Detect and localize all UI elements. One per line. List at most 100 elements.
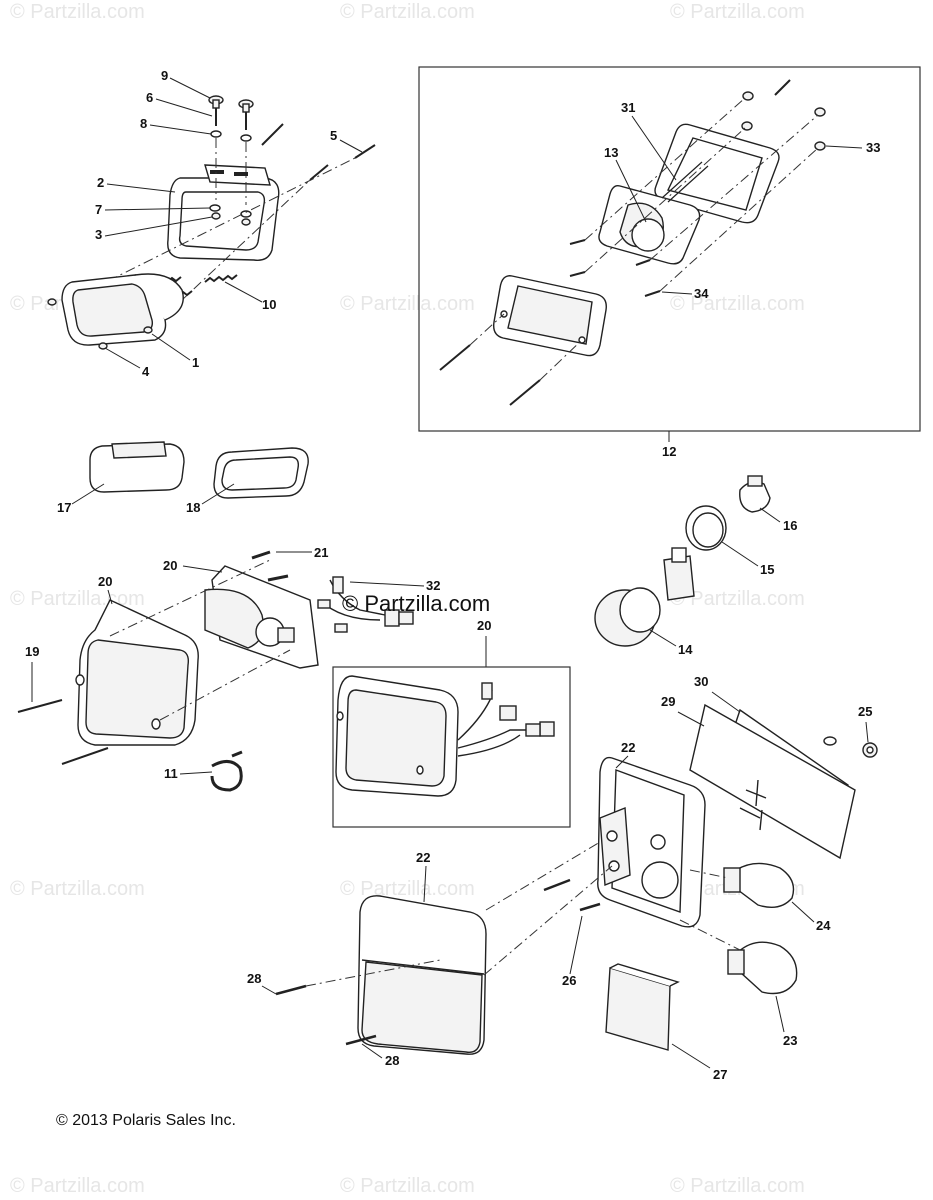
connector [481,682,493,700]
long-screw [309,164,329,181]
callout-19: 19 [25,644,39,659]
screw [267,574,289,582]
nut [741,121,753,131]
connector [539,721,555,737]
callout-20: 20 [163,558,177,573]
callout-12: 12 [662,444,676,459]
mount-boss [143,326,153,334]
callout-26: 26 [562,973,576,988]
clamp [210,760,243,792]
reflector-pad-edge [609,963,680,987]
callout-29: 29 [661,694,675,709]
nut [241,218,251,226]
callout-14: 14 [678,642,693,657]
callout-4: 4 [142,364,150,379]
lens-and-gasket: 17 18 [57,441,309,515]
callout-9: 9 [161,68,168,83]
watermark: © Partzilla.com [340,878,475,900]
screw-hole [75,674,85,686]
seal-ring-inner [692,512,724,548]
watermark: © Partzilla.com [670,588,805,610]
socket-cover-back [619,587,661,633]
wire [329,579,386,616]
connector [525,723,541,737]
lock-washer [210,130,222,138]
flat-washer [240,210,252,218]
nut [814,141,826,151]
headlight-assembly [47,95,376,350]
nut [211,212,221,220]
knob-stem [212,99,220,109]
slot [234,172,248,176]
gasket-opening [666,137,763,211]
taillight-assembly [17,550,414,792]
license-light-assembly [275,703,878,1055]
bracket [599,806,631,887]
nut [47,298,57,306]
lens-face [85,639,190,739]
callout-24: 24 [816,918,831,933]
callout-17: 17 [57,500,71,515]
bulb [735,862,795,908]
grommet [317,599,331,609]
watermark: © Partzilla.com [670,1,805,23]
socket-tab [671,547,687,563]
watermark-center: © Partzilla.com [342,591,490,616]
inset-box-small [332,666,571,828]
callout-21: 21 [314,545,328,560]
watermark: © Partzilla.com [340,293,475,315]
callout-18: 18 [186,500,200,515]
wire [457,689,493,741]
watermark: © Partzilla.com [10,878,145,900]
callout-20: 20 [477,618,491,633]
callout-28: 28 [385,1053,399,1068]
callout-10: 10 [262,297,276,312]
bulb [737,941,798,995]
slot [210,170,224,174]
screw-hole [416,765,424,775]
callout-13: 13 [604,145,618,160]
inset-callouts: 31 13 33 34 12 [604,100,880,459]
callout-30: 30 [694,674,708,689]
screw-hole [336,711,344,721]
bulb-seat [641,861,679,899]
callout-32: 32 [426,578,440,593]
callout-23: 23 [783,1033,797,1048]
lens-face [507,285,593,345]
callout-6: 6 [146,90,153,105]
watermark: © Partzilla.com [340,1,475,23]
reflector [204,588,265,649]
screw [644,290,661,297]
knob-stem [242,103,250,113]
taillight-inset: 20 [332,618,571,828]
watermark: © Partzilla.com [10,1,145,23]
long-screw [439,344,471,371]
lock-washer [240,134,252,142]
bulb [631,218,665,252]
screw-hole [151,718,161,730]
headlight-lens [72,283,154,337]
headlight-callouts: 9 6 8 2 7 3 5 10 1 4 [95,68,363,379]
watermark: © Partzilla.com [340,1175,475,1197]
long-screw [261,123,284,146]
callout-31: 31 [621,100,635,115]
screw [543,878,571,892]
stud [774,79,791,96]
lens-face [345,689,447,787]
long-screw [17,699,63,713]
callout-11: 11 [164,766,178,781]
watermark: © Partzilla.com [670,1175,805,1197]
taillight-callouts: 21 20 20 32 © Partzilla.com 19 11 [25,545,490,781]
lens-divider [361,959,485,975]
lens-lower [361,961,483,1053]
spring [204,274,238,283]
nut [98,342,108,350]
watermark: © Partzilla.com [10,1175,145,1197]
headlight-housing [134,273,184,321]
washer [823,736,837,746]
wire [457,734,521,757]
taillight-kit-inset [418,66,921,432]
callout-2: 2 [97,175,104,190]
callout-3: 3 [95,227,102,242]
